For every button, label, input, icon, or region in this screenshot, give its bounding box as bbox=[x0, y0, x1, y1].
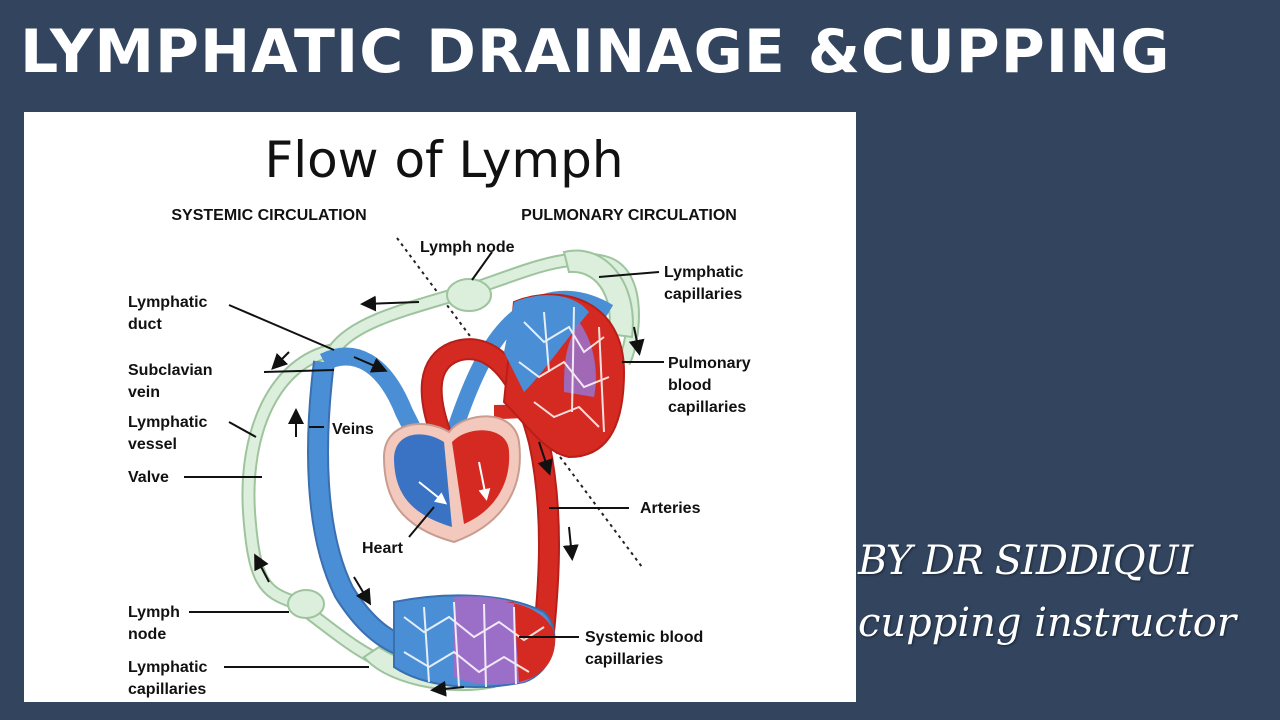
main-title: LYMPHATIC DRAINAGE &CUPPING bbox=[20, 17, 1171, 87]
label-veins: Veins bbox=[332, 421, 374, 438]
lymphatic-capillaries-top bbox=[562, 249, 634, 339]
label-lymphatic-duct-1: Lymphatic bbox=[128, 294, 208, 311]
systemic-circulation-header: SYSTEMIC CIRCULATION bbox=[171, 207, 366, 224]
vein-systemic-fill bbox=[309, 360, 426, 661]
heart-left-side bbox=[452, 430, 510, 524]
lymphatic-vessel-top-fill bbox=[329, 254, 638, 365]
label-lymphatic-vessel-1: Lymphatic bbox=[128, 414, 208, 431]
byline-role: cupping instructor bbox=[858, 600, 1236, 646]
pulmonary-capillary-mesh bbox=[518, 306, 610, 433]
label-systemic-blood-capillaries-2: capillaries bbox=[585, 651, 663, 668]
label-lymphatic-capillaries-top-2: capillaries bbox=[664, 286, 742, 303]
systemic-capillary-bed-arterial bbox=[504, 602, 555, 682]
diagram-title: Flow of Lymph bbox=[264, 131, 623, 189]
lymph-node-top bbox=[446, 278, 492, 312]
label-lymphatic-capillaries-top-1: Lymphatic bbox=[664, 264, 744, 281]
label-pulmonary-blood-capillaries-3: capillaries bbox=[668, 399, 746, 416]
label-valve: Valve bbox=[128, 469, 169, 486]
label-lymphatic-capillaries-bottom-2: capillaries bbox=[128, 681, 206, 698]
byline-author: BY DR SIDDIQUI bbox=[858, 538, 1193, 584]
heart-flow-arrow-left bbox=[478, 461, 491, 501]
lymph-flow-diagram: Flow of Lymph SYSTEMIC CIRCULATION PULMO… bbox=[128, 131, 751, 698]
label-lymphatic-vessel-2: vessel bbox=[128, 436, 177, 453]
label-lymph-node-bottom-1: Lymph bbox=[128, 604, 180, 621]
pulmonary-circulation-header: PULMONARY CIRCULATION bbox=[521, 207, 737, 224]
label-lymphatic-capillaries-bottom-1: Lymphatic bbox=[128, 659, 208, 676]
lymph-node-bottom bbox=[287, 589, 325, 619]
label-arteries: Arteries bbox=[640, 500, 701, 517]
label-heart: Heart bbox=[362, 540, 404, 557]
lymph-flow-diagram-panel: Flow of Lymph SYSTEMIC CIRCULATION PULMO… bbox=[24, 112, 856, 702]
label-lymph-node-bottom-2: node bbox=[128, 626, 166, 643]
label-pulmonary-blood-capillaries-2: blood bbox=[668, 377, 712, 394]
label-systemic-blood-capillaries-1: Systemic blood bbox=[585, 629, 703, 646]
label-lymphatic-duct-2: duct bbox=[128, 316, 162, 333]
label-subclavian-vein-1: Subclavian bbox=[128, 362, 212, 379]
label-subclavian-vein-2: vein bbox=[128, 384, 160, 401]
systemic-capillary-mesh bbox=[403, 601, 545, 688]
heart-flow-arrow-right bbox=[418, 481, 448, 505]
flow-arrows bbox=[254, 295, 645, 697]
label-pulmonary-blood-capillaries-1: Pulmonary bbox=[668, 355, 751, 372]
leader-lines bbox=[184, 251, 664, 668]
label-lymph-node-top: Lymph node bbox=[420, 239, 515, 256]
